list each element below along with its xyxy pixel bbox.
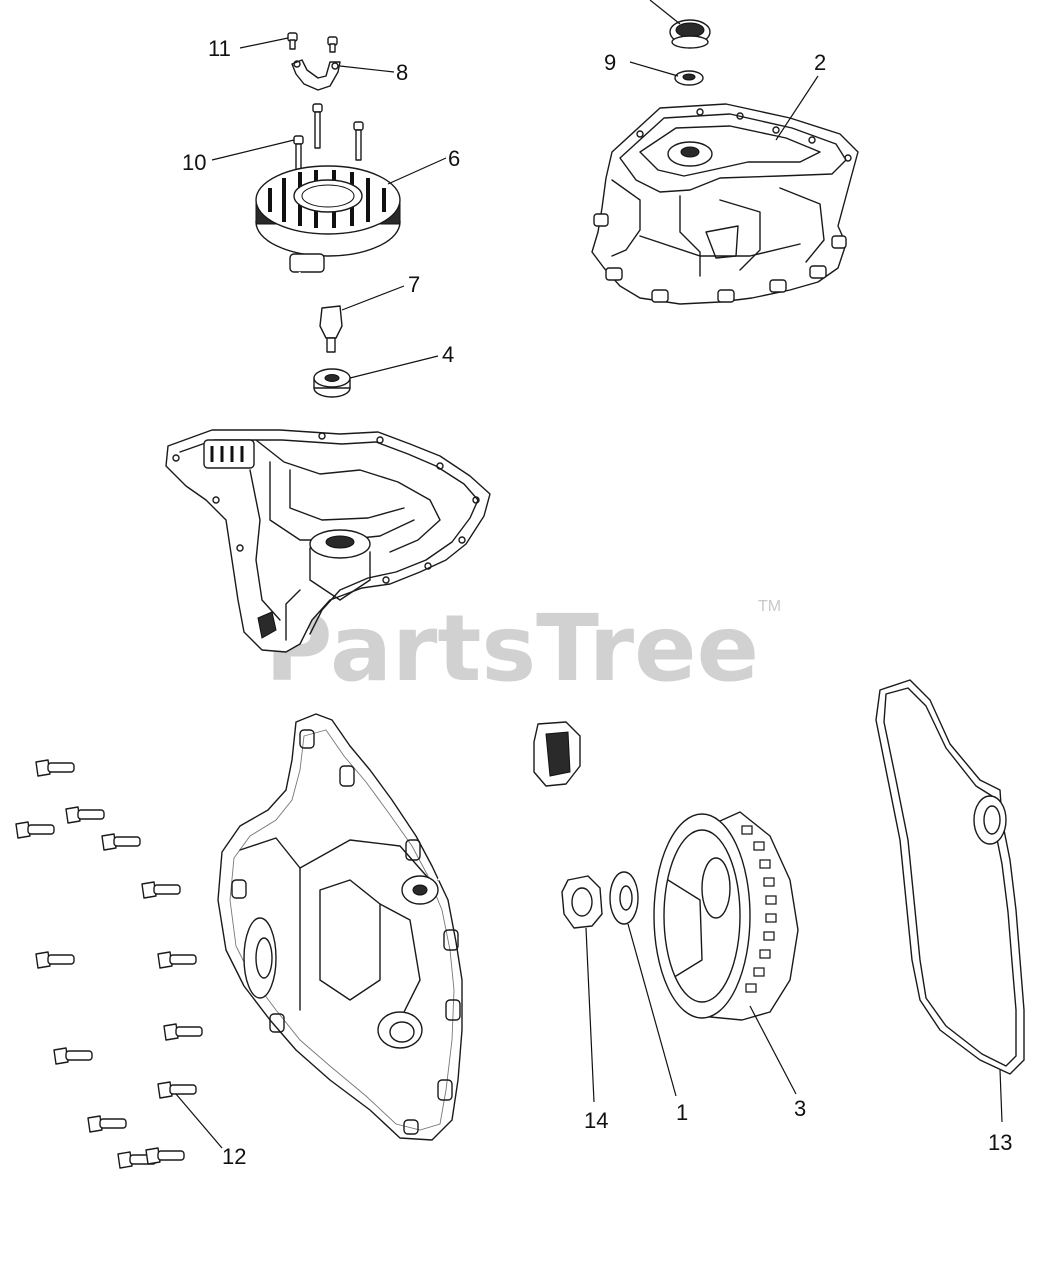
callout-labels: 11 8 9 2 10 6 7 4 12 14 1 3 13 [182, 36, 1012, 1169]
callout-13: 13 [988, 1130, 1012, 1155]
lower-housing-cover[interactable] [217, 713, 463, 1141]
callout-14: 14 [584, 1108, 608, 1133]
callout-12: 12 [222, 1144, 246, 1169]
part-7-sensor[interactable] [319, 305, 343, 353]
part-6-stator[interactable] [255, 165, 401, 273]
part-10-bolts[interactable] [293, 103, 364, 171]
callout-2: 2 [814, 50, 826, 75]
part-1-washer[interactable] [609, 871, 639, 925]
part-9-washer[interactable] [674, 70, 704, 86]
callout-7: 7 [408, 272, 420, 297]
part-11-screws[interactable] [287, 32, 338, 53]
part-12-bolts[interactable] [15, 759, 203, 1169]
part-14-nut[interactable] [561, 875, 603, 929]
watermark-trademark: TM [758, 598, 781, 615]
main-housing[interactable] [165, 429, 491, 653]
lower-sensor-cable [437, 721, 581, 881]
stator-wire [239, 271, 301, 435]
callout-9: 9 [604, 50, 616, 75]
part-8-bracket[interactable] [291, 59, 341, 91]
callout-4: 4 [442, 342, 454, 367]
watermark-text: PartsTree [265, 595, 759, 702]
callout-6: 6 [448, 146, 460, 171]
part-13-gasket[interactable] [875, 679, 1025, 1075]
leader-lines [175, 0, 1003, 1149]
part-grommet-cap[interactable] [669, 19, 711, 49]
watermark: PartsTree TM [265, 595, 781, 702]
part-3-flywheel[interactable] [653, 811, 799, 1021]
callout-10: 10 [182, 150, 206, 175]
callout-3: 3 [794, 1096, 806, 1121]
callout-8: 8 [396, 60, 408, 85]
part-4-spacer[interactable] [313, 368, 351, 398]
callout-1: 1 [676, 1100, 688, 1125]
part-2-housing-cover[interactable] [591, 103, 859, 305]
callout-11: 11 [208, 36, 231, 61]
